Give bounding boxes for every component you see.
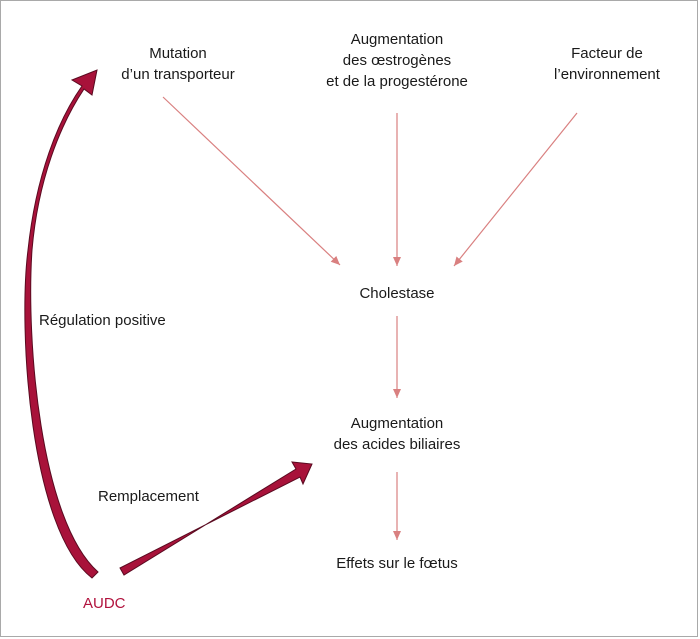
node-hormone-increase-line-1: Augmentation <box>350 31 444 48</box>
node-cholestasis-line-1: Cholestase <box>359 285 435 302</box>
node-udca: AUDC <box>83 595 126 612</box>
node-fetal-effects: Effets sur le fœtus <box>317 553 477 574</box>
arrow-udca-positive-regulation <box>24 69 99 579</box>
label-positive-regulation: Régulation positive <box>39 312 166 329</box>
node-bile-acid-increase: Augmentation des acides biliaires <box>317 413 477 455</box>
node-bile-acid-increase-line-1: Augmentation <box>350 415 444 432</box>
node-cholestasis: Cholestase <box>332 283 462 304</box>
node-transporter-mutation-line-1: Mutation <box>149 45 207 62</box>
node-hormone-increase: Augmentation des œstrogènes et de la pro… <box>307 29 487 92</box>
label-replacement: Remplacement <box>98 488 199 505</box>
node-transporter-mutation: Mutation d’un transporteur <box>103 43 253 85</box>
node-transporter-mutation-line-2: d’un transporteur <box>121 66 235 83</box>
node-hormone-increase-line-3: et de la progestérone <box>326 73 468 90</box>
node-environmental-factor-line-2: l’environnement <box>554 66 660 83</box>
node-environmental-factor: Facteur de l’environnement <box>527 43 687 85</box>
node-fetal-effects-line-1: Effets sur le fœtus <box>336 555 458 572</box>
node-bile-acid-increase-line-2: des acides biliaires <box>333 436 461 453</box>
arrow-mutation-to-cholestasis <box>162 96 341 266</box>
arrow-environment-to-cholestasis <box>453 112 578 267</box>
node-hormone-increase-line-2: des œstrogènes <box>342 52 452 69</box>
node-environmental-factor-line-1: Facteur de <box>571 45 643 62</box>
arrow-udca-replacement <box>119 461 313 576</box>
